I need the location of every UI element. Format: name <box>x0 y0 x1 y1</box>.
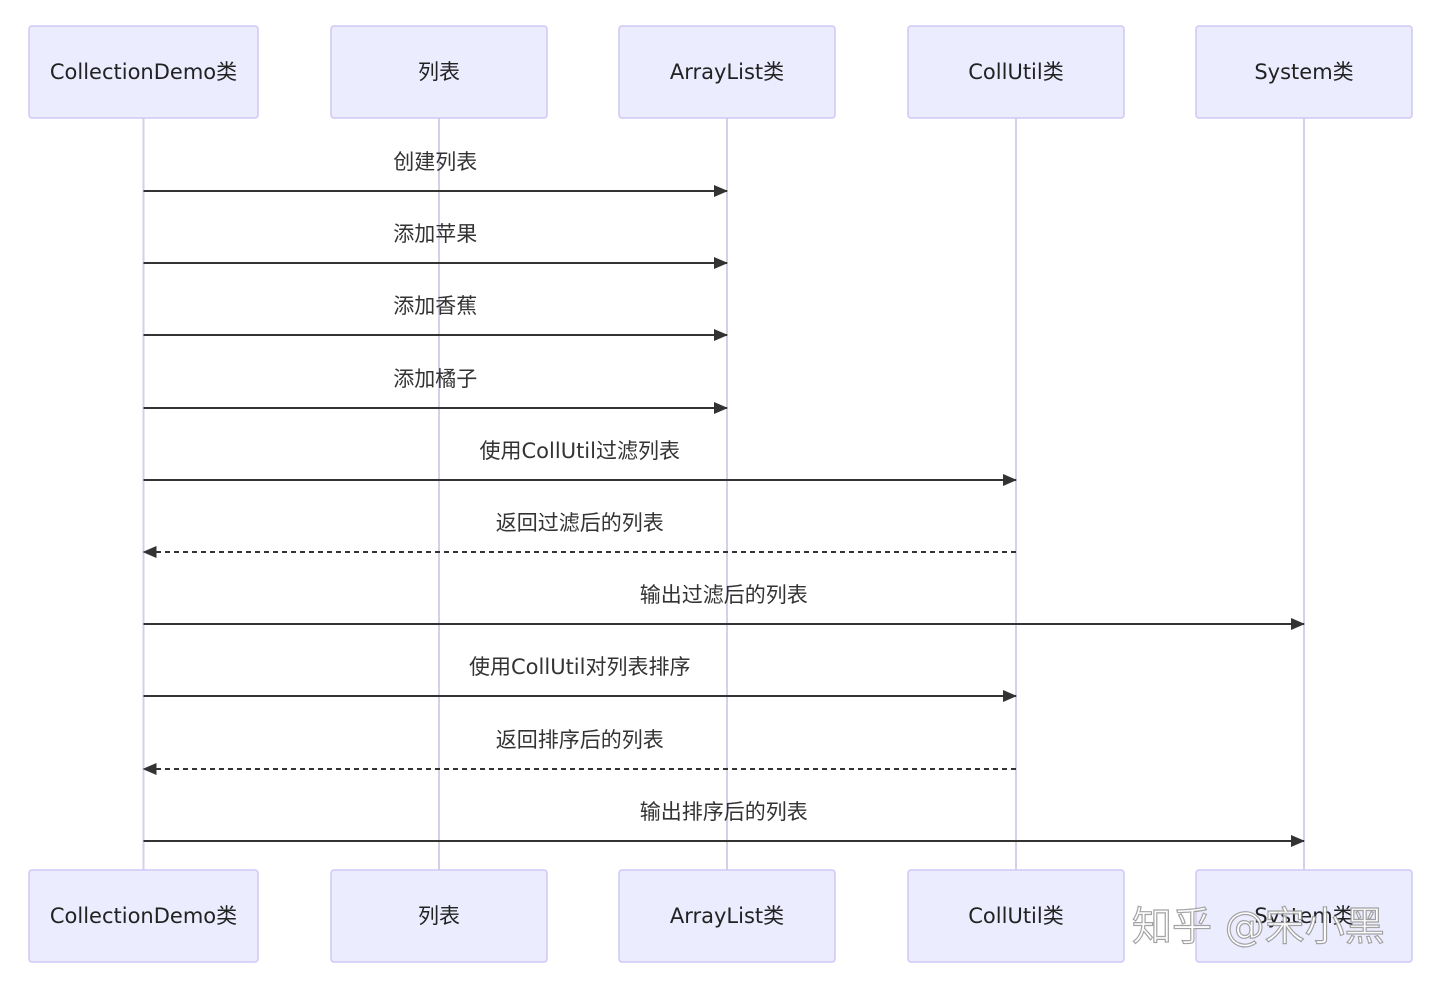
participant-box <box>330 25 548 119</box>
participant-label: CollUtil类 <box>968 60 1063 84</box>
participant-label: System类 <box>1254 60 1353 84</box>
message-label: 使用CollUtil对列表排序 <box>469 655 690 679</box>
participant-box <box>28 869 259 963</box>
watermark-text: 知乎 @宋小黑 <box>1132 904 1385 950</box>
message-label: 创建列表 <box>393 150 477 174</box>
message-8: 使用CollUtil对列表排序 <box>143 655 1017 702</box>
participant-box <box>28 25 259 119</box>
message-9: 返回排序后的列表 <box>142 728 1016 775</box>
message-6: 返回过滤后的列表 <box>142 511 1016 558</box>
participant-label: CollectionDemo类 <box>50 904 237 928</box>
message-label: 返回过滤后的列表 <box>496 511 664 535</box>
message-4: 添加橘子 <box>143 367 728 414</box>
message-label: 输出排序后的列表 <box>640 800 808 824</box>
message-1: 创建列表 <box>143 150 728 197</box>
participant-arraylist-bottom: ArrayList类 <box>618 869 836 963</box>
participant-arraylist-top: ArrayList类 <box>618 25 836 119</box>
participant-label: 列表 <box>418 904 460 928</box>
participant-box <box>1195 869 1413 963</box>
message-label: 添加香蕉 <box>393 294 477 318</box>
participant-label: System类 <box>1254 904 1353 928</box>
message-2: 添加苹果 <box>143 222 728 269</box>
lifelines <box>142 118 1305 870</box>
participant-box <box>1195 25 1413 119</box>
message-label: 输出过滤后的列表 <box>640 583 808 607</box>
messages: 创建列表添加苹果添加香蕉添加橘子使用CollUtil过滤列表返回过滤后的列表输出… <box>142 150 1305 847</box>
message-5: 使用CollUtil过滤列表 <box>143 439 1017 486</box>
participant-label: ArrayList类 <box>670 60 784 84</box>
message-7: 输出过滤后的列表 <box>143 583 1305 630</box>
message-label: 返回排序后的列表 <box>496 728 664 752</box>
participant-list-top: 列表 <box>330 25 548 119</box>
participants-top: CollectionDemo类 列表 ArrayList类 CollUtil类 Syst… <box>28 25 1413 119</box>
participant-collutil-top: CollUtil类 <box>907 25 1125 119</box>
message-label: 使用CollUtil过滤列表 <box>480 439 680 463</box>
participant-system-top: System类 <box>1195 25 1413 119</box>
participant-demo-top: CollectionDemo类 <box>28 25 259 119</box>
participant-label: CollUtil类 <box>968 904 1063 928</box>
participant-system-bottom: System类 <box>1195 869 1413 963</box>
participant-label: 列表 <box>418 60 460 84</box>
participant-box <box>330 869 548 963</box>
participant-collutil-bottom: CollUtil类 <box>907 869 1125 963</box>
message-label: 添加苹果 <box>393 222 477 246</box>
participant-box <box>618 869 836 963</box>
participant-label: CollectionDemo类 <box>50 60 237 84</box>
message-10: 输出排序后的列表 <box>143 800 1305 847</box>
participant-box <box>907 25 1125 119</box>
participant-list-bottom: 列表 <box>330 869 548 963</box>
participant-box <box>618 25 836 119</box>
participant-demo-bottom: CollectionDemo类 <box>28 869 259 963</box>
message-label: 添加橘子 <box>393 367 477 391</box>
participant-label: ArrayList类 <box>670 904 784 928</box>
message-3: 添加香蕉 <box>143 294 728 341</box>
participant-box <box>907 869 1125 963</box>
participants-bottom: CollectionDemo类 列表 ArrayList类 CollUtil类 Syst… <box>28 869 1413 963</box>
